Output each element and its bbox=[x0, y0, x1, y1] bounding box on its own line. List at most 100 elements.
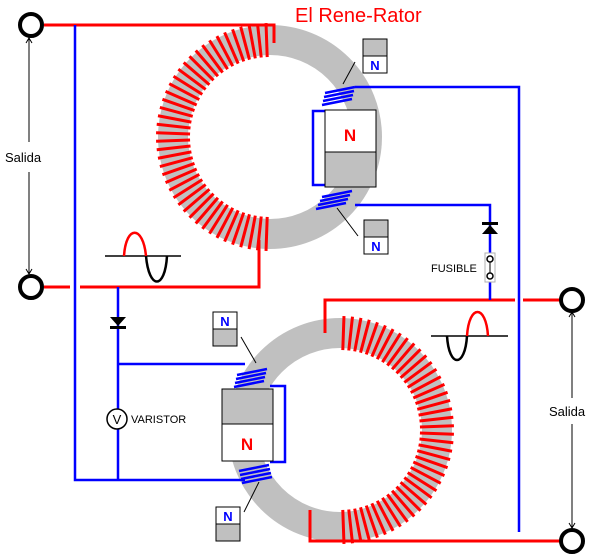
winding-turn bbox=[409, 375, 442, 394]
winding-turn bbox=[177, 68, 207, 91]
winding-turn bbox=[161, 97, 195, 112]
magnet-north-label: N bbox=[220, 314, 229, 329]
winding-turn bbox=[164, 167, 198, 185]
sine-wave-icon bbox=[431, 310, 508, 361]
winding-turn bbox=[156, 144, 191, 152]
winding-turn bbox=[370, 502, 387, 536]
winding-turn bbox=[223, 31, 240, 65]
winding-turn bbox=[194, 196, 220, 225]
coil-turn bbox=[236, 367, 268, 377]
output-wire-bottom bbox=[308, 298, 560, 543]
magnet-north-label: N bbox=[344, 126, 356, 145]
winding-turn bbox=[390, 342, 416, 371]
winding-turn bbox=[157, 114, 192, 124]
coil-turn bbox=[241, 475, 273, 485]
winding-turn bbox=[409, 466, 442, 485]
winding-turn bbox=[157, 150, 192, 160]
output-voltage-arrow-left bbox=[25, 37, 33, 275]
winding-turn bbox=[412, 382, 446, 400]
winding-turn bbox=[215, 35, 235, 67]
winding-turn bbox=[239, 26, 251, 61]
winding-turn bbox=[231, 28, 246, 62]
winding-turn bbox=[172, 74, 204, 96]
winding-turn bbox=[416, 449, 451, 462]
winding-turn bbox=[223, 209, 240, 243]
coil-turn bbox=[235, 371, 267, 381]
varistor-label: VARISTOR bbox=[131, 414, 186, 426]
winding-turn bbox=[414, 390, 449, 405]
winding-turn bbox=[194, 49, 220, 78]
winding-turn bbox=[215, 207, 235, 239]
winding-turn bbox=[159, 105, 194, 118]
winding-turn bbox=[419, 431, 454, 436]
winding-turn bbox=[399, 481, 428, 506]
small-magnet-3: N bbox=[212, 311, 257, 364]
winding-turn bbox=[161, 162, 195, 177]
winding-turn bbox=[418, 443, 453, 453]
winding-turn bbox=[201, 200, 224, 230]
small-magnet-4: N bbox=[215, 481, 260, 542]
winding-turn bbox=[156, 138, 191, 143]
coil-turn bbox=[323, 89, 355, 99]
primary-winding-top bbox=[156, 23, 269, 251]
winding-turn bbox=[172, 178, 204, 200]
coil-turn bbox=[321, 189, 353, 199]
coil-turn bbox=[324, 85, 356, 95]
fuse-label: FUSIBLE bbox=[431, 263, 477, 275]
output-wire-top bbox=[44, 23, 276, 289]
winding-turn bbox=[353, 317, 363, 352]
winding-turn bbox=[419, 415, 454, 423]
winding-turn bbox=[381, 497, 402, 528]
varistor-symbol: V bbox=[113, 412, 122, 427]
winding-turn bbox=[264, 23, 269, 58]
winding-turn bbox=[414, 455, 449, 470]
output-label-right: Salida bbox=[549, 404, 586, 419]
coil-turn bbox=[233, 379, 265, 389]
magnet-north-label: N bbox=[370, 58, 379, 73]
varistor-icon: V bbox=[106, 408, 128, 430]
magnet-north-label: N bbox=[223, 509, 232, 524]
winding-turn bbox=[364, 505, 379, 539]
magnet-north-label: N bbox=[241, 435, 253, 454]
diode-icon bbox=[110, 317, 126, 329]
output-label-left: Salida bbox=[5, 150, 42, 165]
winding-turn bbox=[406, 471, 438, 493]
terminal-icon[interactable] bbox=[18, 274, 44, 300]
terminal-icon[interactable] bbox=[18, 12, 44, 38]
winding-turn bbox=[353, 508, 363, 543]
winding-turn bbox=[403, 361, 433, 384]
winding-turn bbox=[239, 213, 251, 248]
coil-turn bbox=[238, 463, 270, 473]
sine-wave-icon bbox=[105, 231, 181, 283]
output-voltage-arrow-right bbox=[568, 311, 576, 529]
coil-turn bbox=[234, 375, 266, 385]
fuse-icon bbox=[484, 252, 496, 283]
winding-turn bbox=[231, 212, 246, 246]
winding-turn bbox=[341, 509, 346, 544]
winding-turn bbox=[182, 188, 211, 213]
winding-turn bbox=[347, 316, 354, 351]
winding-turn bbox=[390, 489, 416, 518]
control-wiring bbox=[73, 25, 521, 532]
coil-turn bbox=[240, 471, 272, 481]
winding-turn bbox=[359, 319, 371, 354]
terminal-icon[interactable] bbox=[559, 528, 585, 554]
core-magnet-top: N bbox=[324, 109, 377, 188]
coil-turn bbox=[317, 197, 349, 207]
diode-icon bbox=[482, 222, 498, 234]
winding-turn bbox=[247, 215, 257, 250]
small-magnet-1: N bbox=[342, 38, 388, 85]
winding-turn bbox=[341, 316, 346, 351]
winding-turn bbox=[412, 460, 446, 478]
winding-turn bbox=[399, 354, 428, 379]
winding-turn bbox=[419, 437, 454, 445]
small-magnet-2: N bbox=[336, 207, 389, 255]
coil-turn bbox=[315, 201, 347, 211]
primary-winding-bottom bbox=[341, 316, 454, 544]
coil-turn bbox=[322, 93, 354, 103]
winding-turn bbox=[247, 24, 257, 59]
terminal-icon[interactable] bbox=[559, 287, 585, 313]
diagram-title: El Rene-Rator bbox=[295, 5, 422, 27]
winding-turn bbox=[188, 192, 215, 219]
